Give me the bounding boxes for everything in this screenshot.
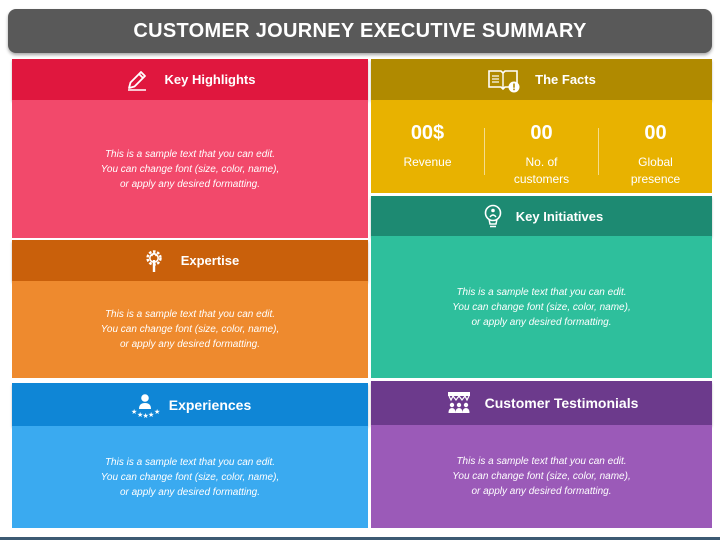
svg-text:★: ★ xyxy=(142,412,148,418)
fact-revenue: 00$ Revenue xyxy=(371,100,484,193)
expertise-body: This is a sample text that you can edit.… xyxy=(12,281,368,378)
fact-divider xyxy=(598,128,599,175)
expertise-title: Expertise xyxy=(180,253,240,268)
facts-body: 00$ Revenue 00 No. of customers 00 Globa… xyxy=(371,100,712,193)
testimonials-card: Customer Testimonials This is a sample t… xyxy=(371,381,712,528)
key-initiatives-header: Key Initiatives xyxy=(371,196,712,236)
testimonials-text: This is a sample text that you can edit.… xyxy=(452,456,631,497)
key-initiatives-card: Key Initiatives This is a sample text th… xyxy=(371,196,712,378)
svg-text:★: ★ xyxy=(131,408,137,416)
experiences-card: ★★★★★ Experiences This is a sample text … xyxy=(12,383,368,528)
book-alert-icon xyxy=(487,67,521,93)
svg-text:★: ★ xyxy=(137,411,143,418)
key-highlights-body: This is a sample text that you can edit.… xyxy=(12,100,368,238)
fact-presence: 00 Global presence xyxy=(599,100,712,193)
facts-header: The Facts xyxy=(371,59,712,100)
fact-value: 00$ xyxy=(410,122,445,144)
key-highlights-title: Key Highlights xyxy=(164,72,256,87)
key-initiatives-title: Key Initiatives xyxy=(515,208,604,224)
fact-value: 00 xyxy=(644,122,667,144)
facts-card: The Facts 00$ Revenue 00 No. of customer… xyxy=(371,59,712,193)
person-stars-icon: ★★★★★ xyxy=(129,392,161,418)
testimonials-header: Customer Testimonials xyxy=(371,381,712,425)
expertise-card: Expertise This is a sample text that you… xyxy=(12,240,368,378)
experiences-text: This is a sample text that you can edit.… xyxy=(100,456,280,498)
testimonials-body: This is a sample text that you can edit.… xyxy=(371,425,712,528)
facts-title: The Facts xyxy=(535,72,596,87)
bottom-strip xyxy=(0,537,720,540)
svg-text:★: ★ xyxy=(148,411,154,418)
experiences-title: Experiences xyxy=(168,396,252,413)
title-bar: CUSTOMER JOURNEY EXECUTIVE SUMMARY xyxy=(8,9,712,53)
fact-label: Global presence xyxy=(630,155,681,186)
pencil-icon xyxy=(124,67,150,93)
lightbulb-icon xyxy=(480,203,506,229)
key-highlights-header: Key Highlights xyxy=(12,59,368,100)
expertise-text: This is a sample text that you can edit.… xyxy=(100,309,280,350)
fact-value: 00 xyxy=(530,122,553,144)
experiences-body: This is a sample text that you can edit.… xyxy=(12,426,368,528)
fact-divider xyxy=(484,128,485,175)
fact-label: Revenue xyxy=(403,155,452,169)
expertise-header: Expertise xyxy=(12,240,368,281)
fact-label: No. of customers xyxy=(513,155,570,186)
fact-customers: 00 No. of customers xyxy=(485,100,598,193)
key-highlights-card: Key Highlights This is a sample text tha… xyxy=(12,59,368,238)
page-title: CUSTOMER JOURNEY EXECUTIVE SUMMARY xyxy=(133,19,587,42)
key-highlights-text: This is a sample text that you can edit.… xyxy=(100,148,280,190)
experiences-header: ★★★★★ Experiences xyxy=(12,383,368,426)
gear-wrench-icon xyxy=(141,248,167,274)
key-initiatives-body: This is a sample text that you can edit.… xyxy=(371,236,712,378)
audience-icon xyxy=(445,390,473,416)
svg-text:★: ★ xyxy=(154,408,160,416)
key-initiatives-text: This is a sample text that you can edit.… xyxy=(452,286,631,328)
testimonials-title: Customer Testimonials xyxy=(484,395,639,411)
